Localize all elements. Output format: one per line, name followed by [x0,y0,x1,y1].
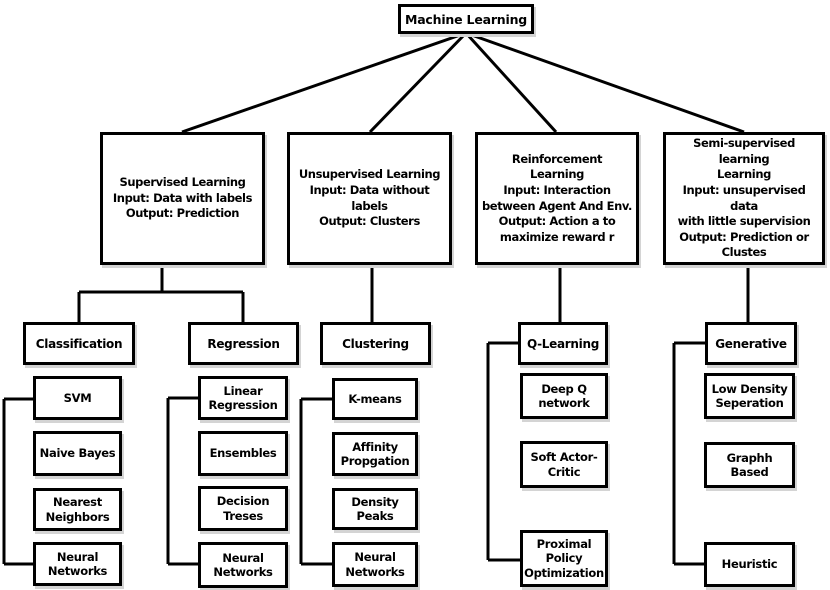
node-unsupervised-learning: Unsupervised Learning Input: Data withou… [287,132,452,265]
spine-qlearning [486,341,520,562]
spine-regression [166,396,198,566]
node-classification: Classification [23,322,135,365]
spine-clustering [299,397,332,566]
node-low-density-seperation: Low Density Seperation [704,373,795,419]
edge-root-unsupervised [368,31,468,134]
node-neural-networks-classification: Neural Networks [33,542,122,586]
node-deep-q-network: Deep Q network [520,373,608,419]
node-reinforcement-learning: Reinforcement Learning Input: Interactio… [475,132,639,265]
node-naive-bayes: Naive Bayes [33,431,122,476]
node-neural-networks-clustering: Neural Networks [332,542,418,587]
spine-classification [2,397,33,566]
node-ensembles: Ensembles [198,431,288,476]
node-regression: Regression [188,322,299,365]
node-svm: SVM [33,376,122,420]
node-decision-treses: Decision Treses [198,486,288,531]
node-neural-networks-regression: Neural Networks [198,542,288,588]
node-k-means: K-means [332,378,418,420]
node-linear-regression: Linear Regression [198,376,288,420]
node-density-peaks: Density Peaks [332,488,418,530]
node-graphh-based: Graphh Based [704,442,795,488]
edge-supervised-children [77,265,245,322]
node-soft-actor-critic: Soft Actor- Critic [520,441,608,488]
node-generative: Generative [705,322,797,365]
node-supervised-learning: Supervised Learning Input: Data with lab… [100,132,265,265]
node-heuristic: Heuristic [704,542,795,587]
node-nearest-neighbors: Nearest Neighbors [33,488,122,531]
edge-root-semi-supervised [465,31,745,134]
node-semi-supervised-learning: Semi-supervised learning Learning Input:… [663,132,825,265]
node-proximal-policy-optimization: Proximal Policy Optimization [520,530,608,587]
edge-root-supervised [181,31,467,134]
node-affinity-propgation: Affinity Propgation [332,432,418,476]
node-clustering: Clustering [320,322,431,365]
node-q-learning: Q-Learning [518,322,608,365]
edge-root-reinforcement [464,31,558,134]
spine-generative [672,341,705,566]
node-machine-learning: Machine Learning [398,4,534,34]
